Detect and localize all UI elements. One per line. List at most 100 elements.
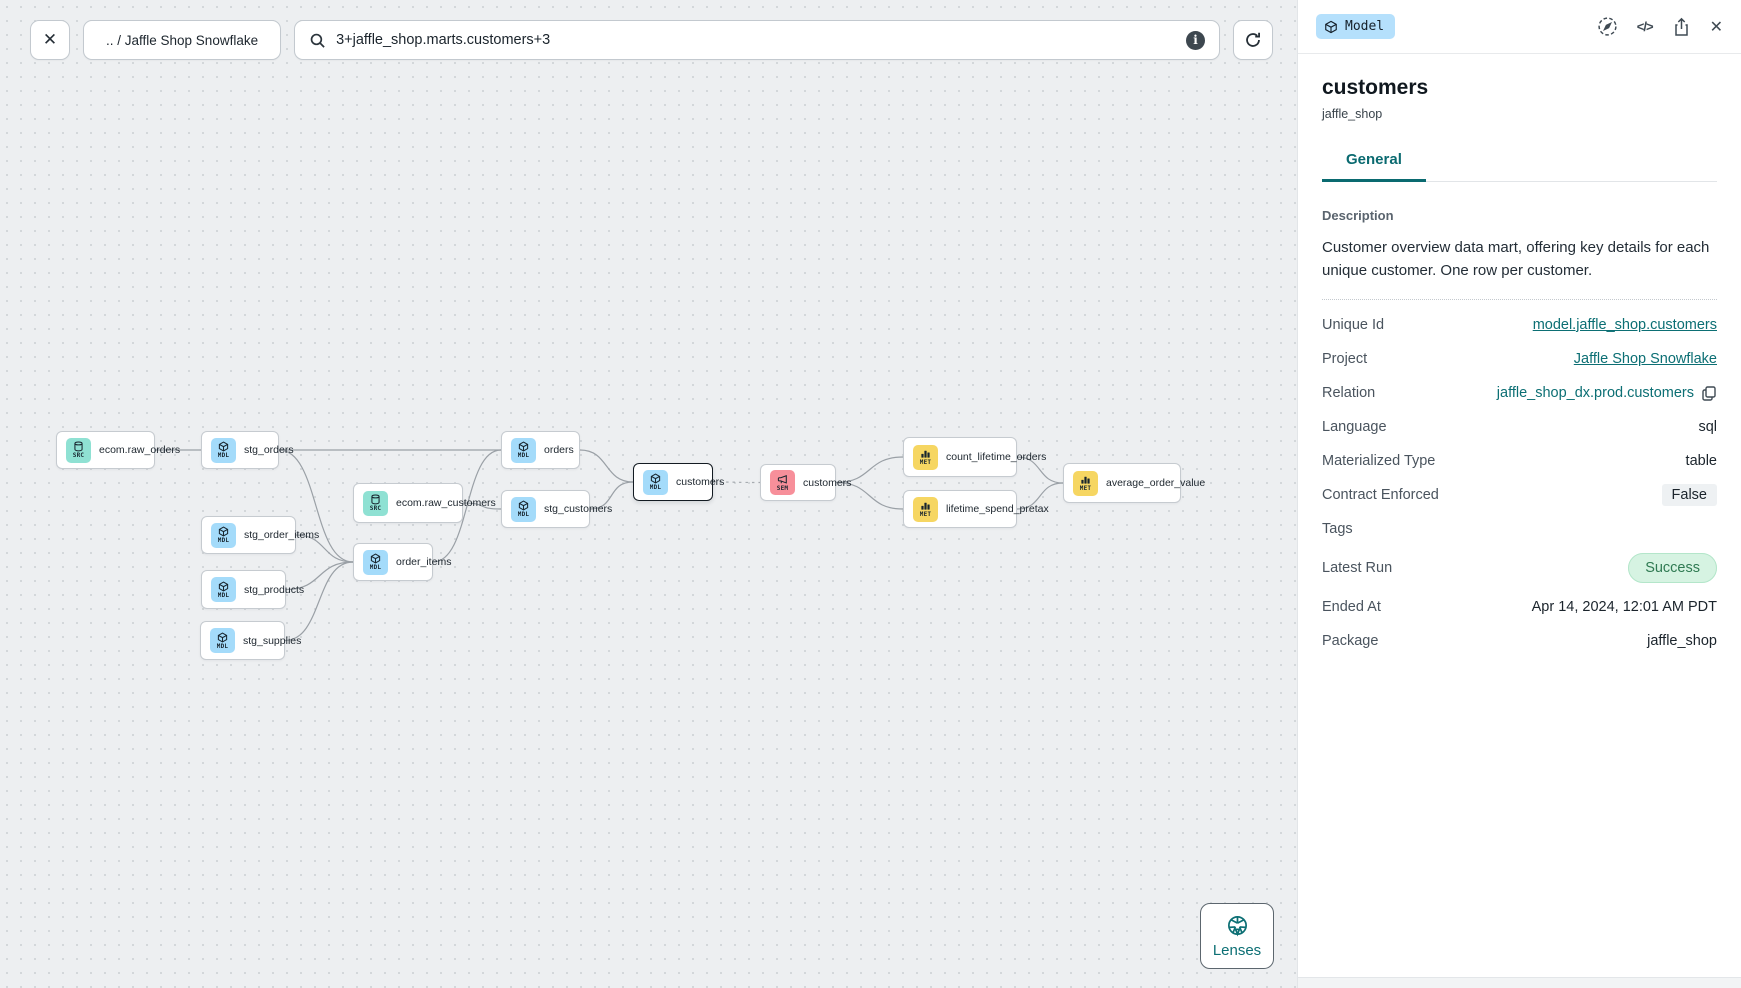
- graph-node-customers_sem[interactable]: SEM customers: [760, 464, 851, 501]
- model-subtitle: jaffle_shop: [1322, 107, 1383, 121]
- panel-actions: </> ✕: [1597, 16, 1723, 37]
- details-panel-body: customers jaffle_shop General Descriptio…: [1298, 54, 1741, 977]
- detail-row-value: table: [1685, 452, 1717, 469]
- detail-row: Latest Run Success: [1322, 546, 1717, 590]
- info-icon[interactable]: i: [1186, 30, 1205, 50]
- close-graph-button[interactable]: ✕: [30, 20, 70, 60]
- tab-general[interactable]: General: [1322, 151, 1426, 182]
- node-label: average_order_value: [1106, 477, 1206, 489]
- lenses-icon: [1226, 914, 1249, 937]
- cube-icon: MDL: [643, 469, 668, 495]
- breadcrumb[interactable]: .. / Jaffle Shop Snowflake: [83, 20, 282, 60]
- edge-stg_order_items-to-order_items: [295, 534, 354, 563]
- cube-icon: MDL: [511, 496, 536, 522]
- lenses-button[interactable]: Lenses: [1200, 903, 1274, 969]
- cube-icon: MDL: [511, 437, 536, 463]
- detail-row-value: False: [1661, 483, 1717, 506]
- edge-orders-to-customers: [579, 449, 634, 483]
- graph-toolbar: ✕ .. / Jaffle Shop Snowflake i: [30, 20, 1273, 60]
- edge-stg_customers-to-customers: [589, 481, 634, 510]
- resource-type-label: Model: [1345, 19, 1385, 34]
- detail-row-value: Success: [1628, 552, 1717, 583]
- detail-row: Tags: [1322, 512, 1717, 546]
- graph-node-stg_orders[interactable]: MDL stg_orders: [201, 431, 294, 469]
- copy-icon[interactable]: [1701, 385, 1717, 401]
- edge-order_items-to-orders: [432, 449, 502, 563]
- node-label: count_lifetime_orders: [946, 451, 1047, 463]
- lenses-label: Lenses: [1212, 941, 1262, 959]
- detail-row-value: jaffle_shop_dx.prod.customers: [1497, 385, 1717, 401]
- selector-input[interactable]: [336, 32, 1176, 48]
- detail-row-label: Relation: [1322, 384, 1376, 401]
- detail-row-label: Ended At: [1322, 598, 1381, 615]
- detail-row: Materialized Type table: [1322, 444, 1717, 478]
- details-panel: Model </> ✕ customers jaffle_shop Gene: [1297, 0, 1741, 988]
- database-icon: SRC: [363, 490, 388, 516]
- refresh-icon: [1244, 31, 1262, 49]
- detail-row-label: Unique Id: [1322, 316, 1385, 333]
- detail-row-label: Project: [1322, 350, 1368, 367]
- share-icon[interactable]: [1672, 17, 1691, 37]
- panel-footer: [1298, 977, 1741, 988]
- code-icon[interactable]: </>: [1636, 19, 1654, 34]
- bar-chart-icon: MET: [1073, 470, 1098, 496]
- close-panel-icon[interactable]: ✕: [1709, 18, 1723, 36]
- edge-lifetime_spend_pretax-to-average_order_value: [1016, 482, 1064, 510]
- edge-count_lifetime_orders-to-average_order_value: [1016, 456, 1064, 484]
- node-label: ecom.raw_orders: [99, 444, 181, 456]
- edge-customers_sem-to-lifetime_spend_pretax: [835, 481, 904, 510]
- detail-row-label: Tags: [1322, 520, 1353, 537]
- bar-chart-icon: MET: [913, 496, 938, 522]
- node-label: customers: [803, 476, 852, 489]
- graph-node-stg_order_items[interactable]: MDL stg_order_items: [201, 516, 319, 554]
- edge-stg_orders-to-order_items: [278, 449, 354, 563]
- explore-compass-icon[interactable]: [1597, 16, 1618, 37]
- detail-row-label: Latest Run: [1322, 559, 1393, 576]
- detail-row-label: Materialized Type: [1322, 452, 1436, 469]
- database-icon: SRC: [66, 437, 91, 463]
- detail-link[interactable]: Jaffle Shop Snowflake: [1573, 350, 1717, 367]
- lineage-edges: [154, 449, 1064, 642]
- node-label: customers: [676, 476, 725, 488]
- cube-icon: MDL: [363, 549, 388, 575]
- detail-row: Project Jaffle Shop Snowflake: [1322, 342, 1717, 376]
- node-label: stg_order_items: [244, 529, 320, 541]
- cube-icon: MDL: [210, 628, 235, 653]
- detail-row-value: jaffle_shop: [1647, 632, 1717, 649]
- megaphone-icon: SEM: [770, 470, 795, 495]
- detail-row-value: sql: [1698, 418, 1717, 435]
- node-label: stg_orders: [244, 444, 294, 456]
- details-panel-header: Model </> ✕: [1298, 0, 1741, 54]
- edge-ecom.raw_customers-to-stg_customers: [462, 502, 502, 510]
- contract-badge: False: [1661, 483, 1717, 506]
- close-icon: ✕: [42, 30, 58, 49]
- cube-icon: MDL: [211, 437, 236, 463]
- divider: [1322, 298, 1717, 300]
- edge-stg_supplies-to-order_items: [284, 561, 354, 642]
- detail-row-value: Jaffle Shop Snowflake: [1574, 351, 1717, 367]
- detail-link[interactable]: model.jaffle_shop.customers: [1532, 316, 1717, 333]
- node-label: order_items: [396, 556, 452, 568]
- cube-icon: MDL: [211, 577, 236, 602]
- cube-icon: MDL: [211, 522, 236, 548]
- description-label: Description: [1322, 208, 1394, 223]
- graph-node-average_order_value[interactable]: MET average_order_value: [1063, 463, 1205, 503]
- detail-row: Relation jaffle_shop_dx.prod.customers: [1322, 376, 1717, 410]
- model-title: customers: [1322, 76, 1429, 99]
- graph-node-customers[interactable]: MDL customers: [633, 463, 724, 501]
- graph-node-ecom.raw_orders[interactable]: SRC ecom.raw_orders: [56, 431, 180, 469]
- graph-node-order_items[interactable]: MDL order_items: [353, 543, 451, 581]
- refresh-button[interactable]: [1233, 20, 1273, 60]
